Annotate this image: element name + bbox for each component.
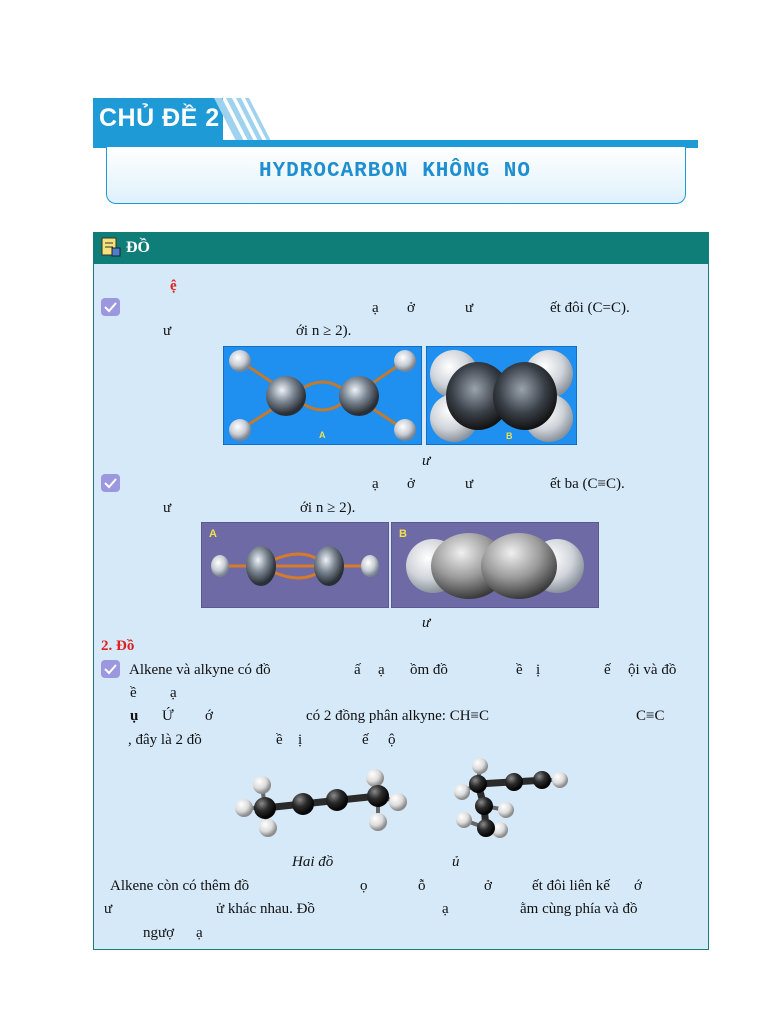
butyne-caption-2: ủ bbox=[452, 854, 460, 870]
isomer-text-4: ồm đồ bbox=[410, 662, 448, 678]
butyne-caption-1: Hai đồ bbox=[292, 854, 334, 870]
geo-text-3: ỗ bbox=[418, 878, 426, 894]
ethyne-label-a: A bbox=[209, 528, 217, 540]
ethyne-space-fill-image: B bbox=[391, 522, 599, 608]
geo-text-6: ớ bbox=[634, 878, 642, 894]
alkyne-text-4: ết ba (C≡C). bbox=[550, 476, 625, 492]
geo-text-12: ạ bbox=[196, 925, 203, 941]
title-box bbox=[106, 147, 686, 204]
isomer-text-7: ế bbox=[604, 662, 611, 678]
but-1-yne-molecule-image bbox=[454, 758, 568, 838]
isomer-text-10: ạ bbox=[170, 685, 177, 701]
panel-heading: ĐỒ bbox=[126, 239, 150, 256]
alkene-text-2: ở bbox=[407, 300, 415, 316]
section1-mark: ệ bbox=[170, 278, 177, 294]
check-mark-icon bbox=[104, 478, 117, 489]
geo-text-2: ọ bbox=[360, 878, 368, 894]
topic-stripes bbox=[214, 98, 271, 141]
geo-text-1: Alkene còn có thêm đồ bbox=[110, 878, 250, 894]
example-text-2: Ứ bbox=[162, 708, 174, 724]
example-text-5: C≡C bbox=[636, 708, 665, 724]
example-text-8: ị bbox=[298, 732, 303, 748]
ethyne-ball-stick-image: A bbox=[201, 522, 389, 608]
example-text-4: có 2 đồng phân alkyne: CH≡C bbox=[306, 708, 490, 724]
isomer-text-9: ề bbox=[130, 685, 137, 701]
notebook-icon bbox=[101, 237, 121, 257]
isomer-text-2: ấ bbox=[354, 662, 361, 678]
ethene-label-b: B bbox=[506, 431, 513, 441]
alkene-text-5: ư bbox=[163, 323, 172, 339]
geo-text-5: ết đôi liên kế bbox=[532, 878, 610, 894]
check-mark-icon bbox=[104, 664, 117, 675]
geo-text-9: ạ bbox=[442, 901, 449, 917]
but-2-yne-molecule-image bbox=[235, 769, 407, 837]
ethene-label-a: A bbox=[319, 430, 326, 440]
geo-text-10: ằm cùng phía và đồ bbox=[520, 901, 638, 917]
alkyne-text-6: ới n ≥ 2). bbox=[300, 500, 356, 516]
alkene-text-6: ới n ≥ 2). bbox=[296, 323, 352, 339]
example-text-1: ụ bbox=[130, 708, 139, 724]
section2-title: 2. Đồ bbox=[101, 638, 135, 654]
page-title: HYDROCARBON KHÔNG NO bbox=[258, 160, 532, 183]
geo-text-7: ư bbox=[104, 901, 113, 917]
isomer-text-5: ề bbox=[516, 662, 523, 678]
example-text-9: ế bbox=[362, 732, 369, 748]
isomer-text-1: Alkene và alkyne có đồ bbox=[129, 662, 271, 678]
geo-text-11: ngượ bbox=[143, 925, 175, 941]
topic-tab: CHỦ ĐỀ 2 bbox=[93, 98, 223, 141]
ethene-caption: ư bbox=[422, 453, 431, 469]
example-text-7: ề bbox=[276, 732, 283, 748]
alkyne-text-5: ư bbox=[163, 500, 172, 516]
example-text-10: ộ bbox=[388, 732, 396, 748]
alkene-text-1: ạ bbox=[372, 300, 379, 316]
header-bar bbox=[93, 140, 698, 148]
example-text-3: ớ bbox=[205, 708, 213, 724]
panel-header bbox=[93, 232, 709, 264]
geo-text-8: ử khác nhau. Đồ bbox=[216, 901, 315, 917]
example-text-6: , đây là 2 đồ bbox=[128, 732, 202, 748]
isomer-text-8: ội và đồ bbox=[628, 662, 677, 678]
alkene-text-3: ư bbox=[465, 300, 474, 316]
topic-label: CHỦ ĐỀ 2 bbox=[99, 104, 220, 132]
check-mark-icon bbox=[104, 302, 117, 313]
ethyne-label-b: B bbox=[399, 528, 407, 540]
isomer-text-6: ị bbox=[536, 662, 541, 678]
alkene-text-4: ết đôi (C=C). bbox=[550, 300, 630, 316]
ethyne-caption: ư bbox=[422, 615, 431, 631]
alkyne-text-2: ở bbox=[407, 476, 415, 492]
ethene-space-fill-image: B bbox=[426, 346, 577, 445]
ethene-ball-stick-image: A bbox=[223, 346, 422, 445]
alkyne-text-3: ư bbox=[465, 476, 474, 492]
geo-text-4: ở bbox=[484, 878, 492, 894]
isomer-text-3: ạ bbox=[378, 662, 385, 678]
alkyne-text-1: ạ bbox=[372, 476, 379, 492]
